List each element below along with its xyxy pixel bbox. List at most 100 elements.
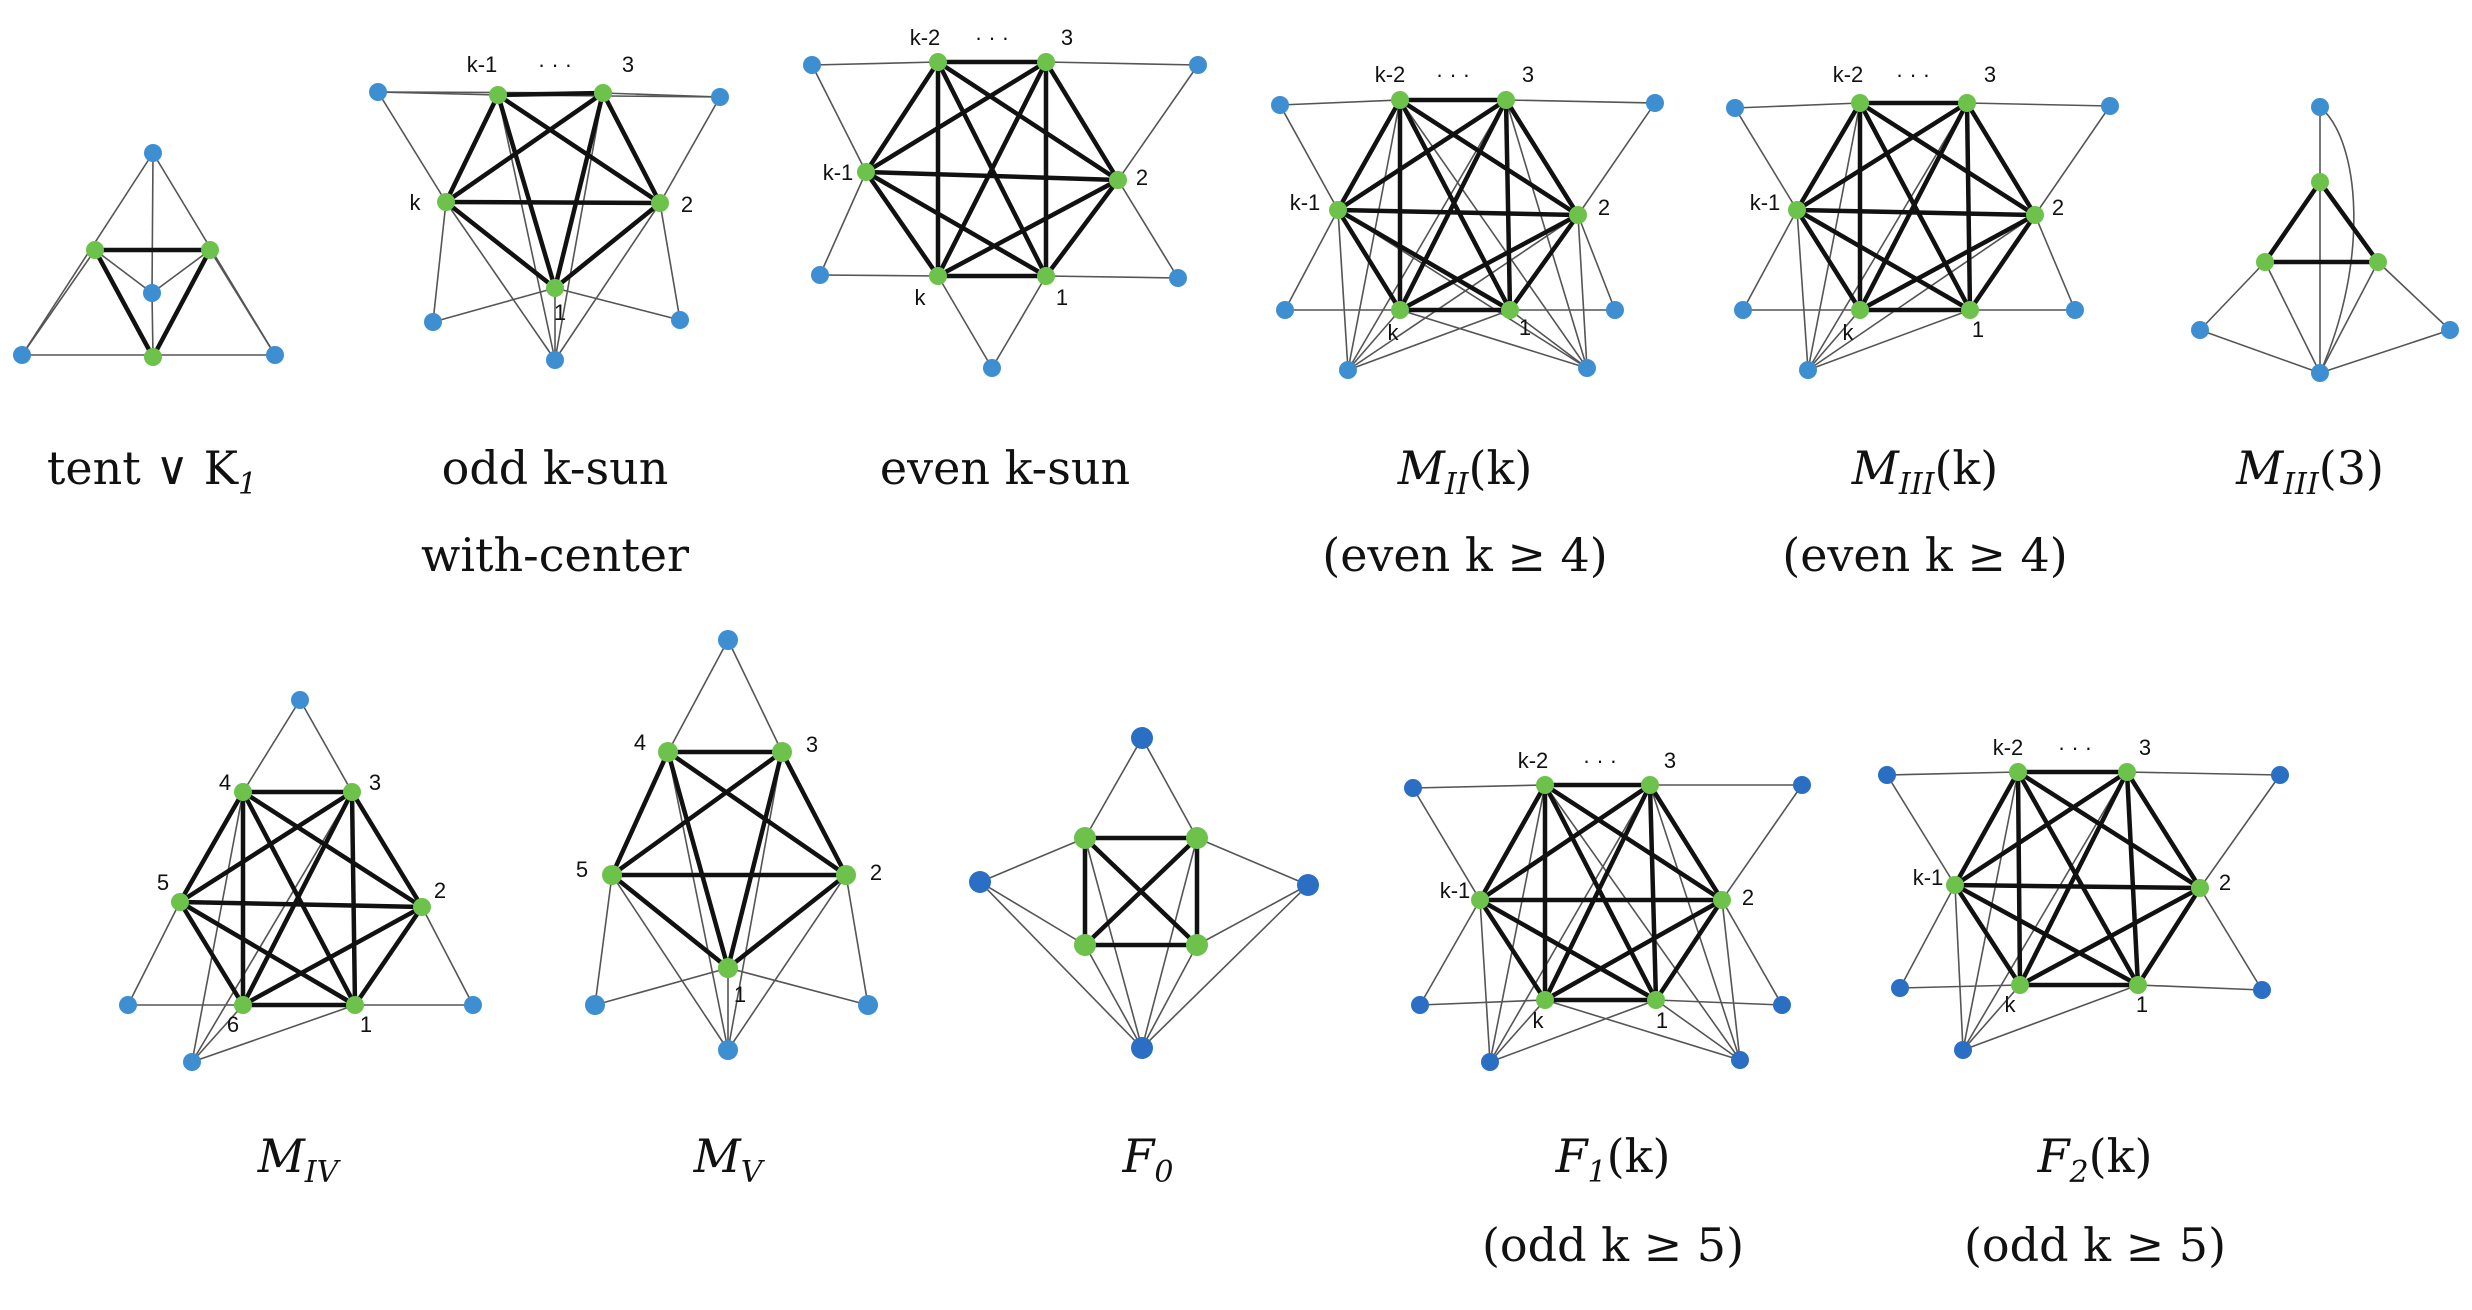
vertex-label: 1 [1519, 315, 1531, 340]
thick-edge [1795, 101, 1969, 212]
inner-vertex [929, 267, 947, 285]
inner-vertex [1497, 91, 1515, 109]
caption-f1-k-after: (k) [1606, 1129, 1671, 1183]
thin-edge [727, 639, 783, 753]
inner-vertex [489, 86, 507, 104]
thin-edge [667, 751, 729, 1051]
caption-m-iv-sub: IV [304, 1155, 339, 1190]
thick-edge [1858, 101, 2037, 217]
inner-vertex [1788, 201, 1806, 219]
outer-vertex [1878, 766, 1896, 784]
thin-edge [1649, 784, 1741, 1061]
thick-edge [178, 900, 245, 1007]
inner-vertex [2256, 253, 2274, 271]
thick-edge [1858, 101, 1969, 312]
vertex-label: k-2 [1518, 748, 1549, 773]
outer-vertex [119, 996, 137, 1014]
caption-m-ii-k-sub: II [1444, 467, 1469, 502]
vertex-label: k-2 [1375, 62, 1406, 87]
vertex-label: 3 [1664, 748, 1676, 773]
vertex-label: k-2 [910, 25, 941, 50]
thin-edge [594, 967, 729, 1006]
vertex-label: 6 [227, 1012, 239, 1037]
thin-edge [1196, 837, 1309, 886]
outer-vertex [1339, 361, 1357, 379]
vertex-label: 2 [1136, 165, 1148, 190]
vertex-label: k [1388, 320, 1400, 345]
thick-edge [2016, 770, 2202, 890]
outer-vertex [1799, 361, 1817, 379]
thick-edge [1478, 898, 1658, 1002]
thick-edge [497, 90, 604, 98]
thick-edge [2018, 886, 2202, 987]
thick-edge [1954, 882, 2201, 891]
inner-vertex [1851, 94, 1869, 112]
inner-vertex [1471, 891, 1489, 909]
thick-edge [349, 791, 358, 1006]
caption-m-v-sub: V [740, 1155, 763, 1190]
thick-edge [1503, 99, 1513, 311]
inner-vertex [2009, 763, 2027, 781]
thick-edge [1953, 770, 2020, 887]
thick-edge [241, 790, 424, 909]
vertex-label: 1 [2136, 992, 2148, 1017]
caption-f1-k-line2-text: (odd k ≥ 5) [1481, 1218, 1745, 1272]
caption-m-iii-3-main: M [2236, 441, 2284, 495]
thin-edge [1962, 984, 2021, 1051]
thin-edge [1734, 102, 1861, 109]
thin-edge [1899, 884, 1956, 989]
thick-edge [2015, 771, 2023, 986]
thin-edge [1655, 999, 1741, 1061]
outer-vertex [2441, 321, 2459, 339]
thick-edge [178, 790, 245, 904]
thin-edge [1347, 214, 1579, 371]
thin-edge [1544, 999, 1741, 1061]
thin-edge [1734, 107, 1798, 211]
thin-edge [1962, 984, 2139, 1051]
inner-vertex [1946, 876, 1964, 894]
vertex-label: 2 [1742, 885, 1754, 910]
vertex-label: 5 [576, 857, 588, 882]
thin-edge [979, 881, 1086, 946]
inner-vertex [594, 84, 612, 102]
thin-edge [979, 837, 1086, 883]
thin-edge [1655, 999, 1783, 1006]
caption-f2-k-main: F [2037, 1129, 2070, 1183]
thin-edge [445, 201, 556, 361]
outer-vertex [464, 996, 482, 1014]
caption-f0-main: F [1122, 1129, 1155, 1183]
caption-f2-k: F2(k) [2038, 1133, 2153, 1188]
thick-edge [178, 900, 357, 1007]
thick-edge [1044, 178, 1120, 278]
thin-edge [1721, 899, 1741, 1061]
thick-edge [2017, 770, 2130, 987]
inner-vertex [546, 279, 564, 297]
outer-vertex [711, 88, 729, 106]
thin-edge [554, 202, 661, 361]
outer-vertex [1578, 359, 1596, 377]
inner-vertex [234, 783, 252, 801]
outer-vertex [1189, 56, 1207, 74]
vertex-label: 2 [434, 878, 446, 903]
thin-edge [191, 791, 244, 1063]
outer-vertex [1731, 1051, 1749, 1069]
thin-edge [554, 92, 604, 361]
thick-edge [2124, 771, 2141, 986]
vertex-label: · · · [1583, 748, 1617, 773]
thin-edge [2319, 261, 2379, 374]
outer-vertex [811, 266, 829, 284]
thick-edge [1504, 98, 1580, 217]
thick-edge [1398, 213, 1580, 312]
inner-vertex [86, 241, 104, 259]
thick-edge [1953, 883, 2022, 987]
thick-edge [178, 790, 354, 904]
vertex-label: 3 [806, 732, 818, 757]
thick-edge [1478, 898, 1547, 1002]
thin-edge [151, 152, 154, 294]
thick-edge [865, 169, 1119, 183]
thin-edge [1412, 787, 1481, 901]
outer-vertex [718, 1040, 738, 1060]
caption-m-iii-3-sub: III [2283, 467, 2319, 502]
thin-edge [2034, 105, 2111, 216]
